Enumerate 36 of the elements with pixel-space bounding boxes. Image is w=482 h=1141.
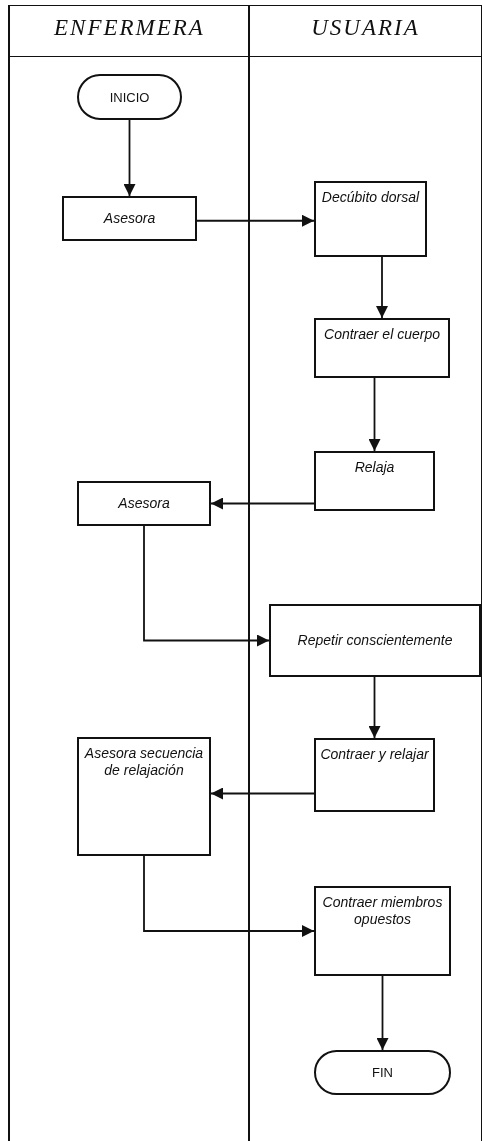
arrow	[368, 377, 381, 452]
process-box	[62, 196, 197, 241]
lane-header: ENFERMERA	[10, 6, 249, 57]
arrow	[196, 214, 315, 227]
node-label: Relaja	[354, 459, 395, 476]
arrow	[376, 256, 388, 319]
node-label: INICIO	[109, 88, 150, 106]
process-box	[314, 451, 435, 511]
swimlane	[248, 5, 482, 1141]
process-box	[314, 181, 427, 257]
process-box	[314, 318, 450, 378]
node-label: Asesora	[103, 210, 156, 227]
node-label: Decúbito dorsal	[321, 189, 420, 206]
node-label: Contraer el cuerpo	[324, 326, 440, 343]
arrow	[210, 497, 315, 510]
node-label: Contraer y relajar	[320, 746, 429, 763]
process-box	[269, 604, 481, 677]
terminal-box	[77, 74, 182, 120]
arrow	[143, 525, 270, 647]
node-label: Repetir conscientemente	[297, 632, 453, 649]
arrow	[210, 787, 315, 800]
arrow	[368, 676, 381, 739]
lane-header: USUARIA	[250, 6, 481, 57]
node-label: FIN	[372, 1064, 393, 1081]
node-label: Contraer miembros opuestos	[321, 894, 444, 928]
arrow	[143, 855, 315, 937]
process-box	[77, 737, 211, 856]
process-box	[314, 886, 451, 976]
node-label: Asesora	[118, 495, 170, 512]
process-box	[77, 481, 211, 526]
process-box	[314, 738, 435, 812]
swimlane	[8, 5, 249, 1141]
arrow	[376, 975, 389, 1051]
arrow	[123, 119, 136, 197]
node-label: Asesora secuencia de relajación	[83, 745, 205, 779]
terminal-box	[314, 1050, 451, 1095]
